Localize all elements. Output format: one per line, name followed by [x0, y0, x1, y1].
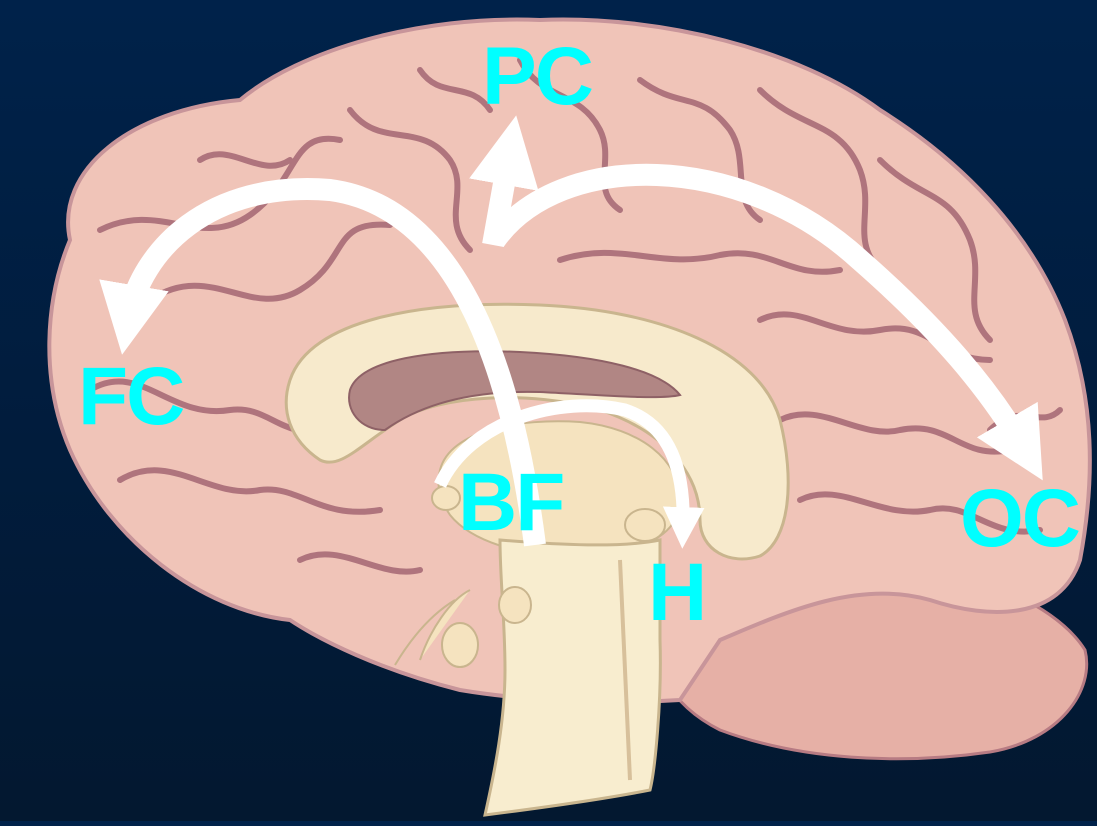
label-bf: BF: [458, 462, 563, 544]
brainstem: [485, 540, 660, 815]
label-pc: PC: [482, 36, 592, 118]
label-h: H: [648, 552, 705, 634]
label-fc: FC: [78, 356, 183, 438]
label-oc: OC: [960, 478, 1079, 560]
